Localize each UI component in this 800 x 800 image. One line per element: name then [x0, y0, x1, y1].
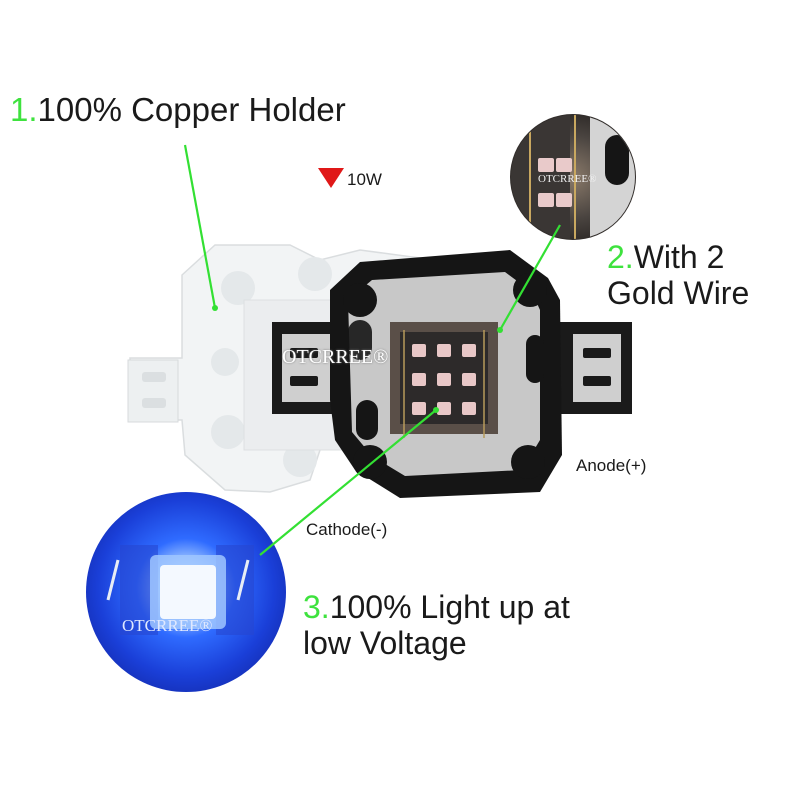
gold-wire-zoom [510, 114, 636, 240]
wattage-label: 10W [347, 170, 382, 189]
watermark: OTCRREE® [538, 173, 597, 185]
caption-low-voltage: 3.100% Light up at low Voltage [303, 589, 570, 661]
pointer-dot [497, 327, 503, 333]
pointer-lines [183, 144, 561, 556]
pointer-dot [433, 407, 439, 413]
lit-led-photo [86, 492, 286, 692]
pointer-dot [212, 305, 218, 311]
caption-copper-holder: 1.100% Copper Holder [10, 91, 346, 128]
cathode-label: Cathode(-) [306, 520, 388, 539]
caption-gold-wire: 2.With 2 Gold Wire [607, 239, 750, 311]
watermark: OTCRREE® [122, 616, 213, 635]
anode-label: Anode(+) [576, 456, 647, 475]
led-board-front [272, 250, 632, 498]
watermark: OTCRREE® [282, 346, 389, 368]
down-triangle-icon [318, 168, 344, 188]
